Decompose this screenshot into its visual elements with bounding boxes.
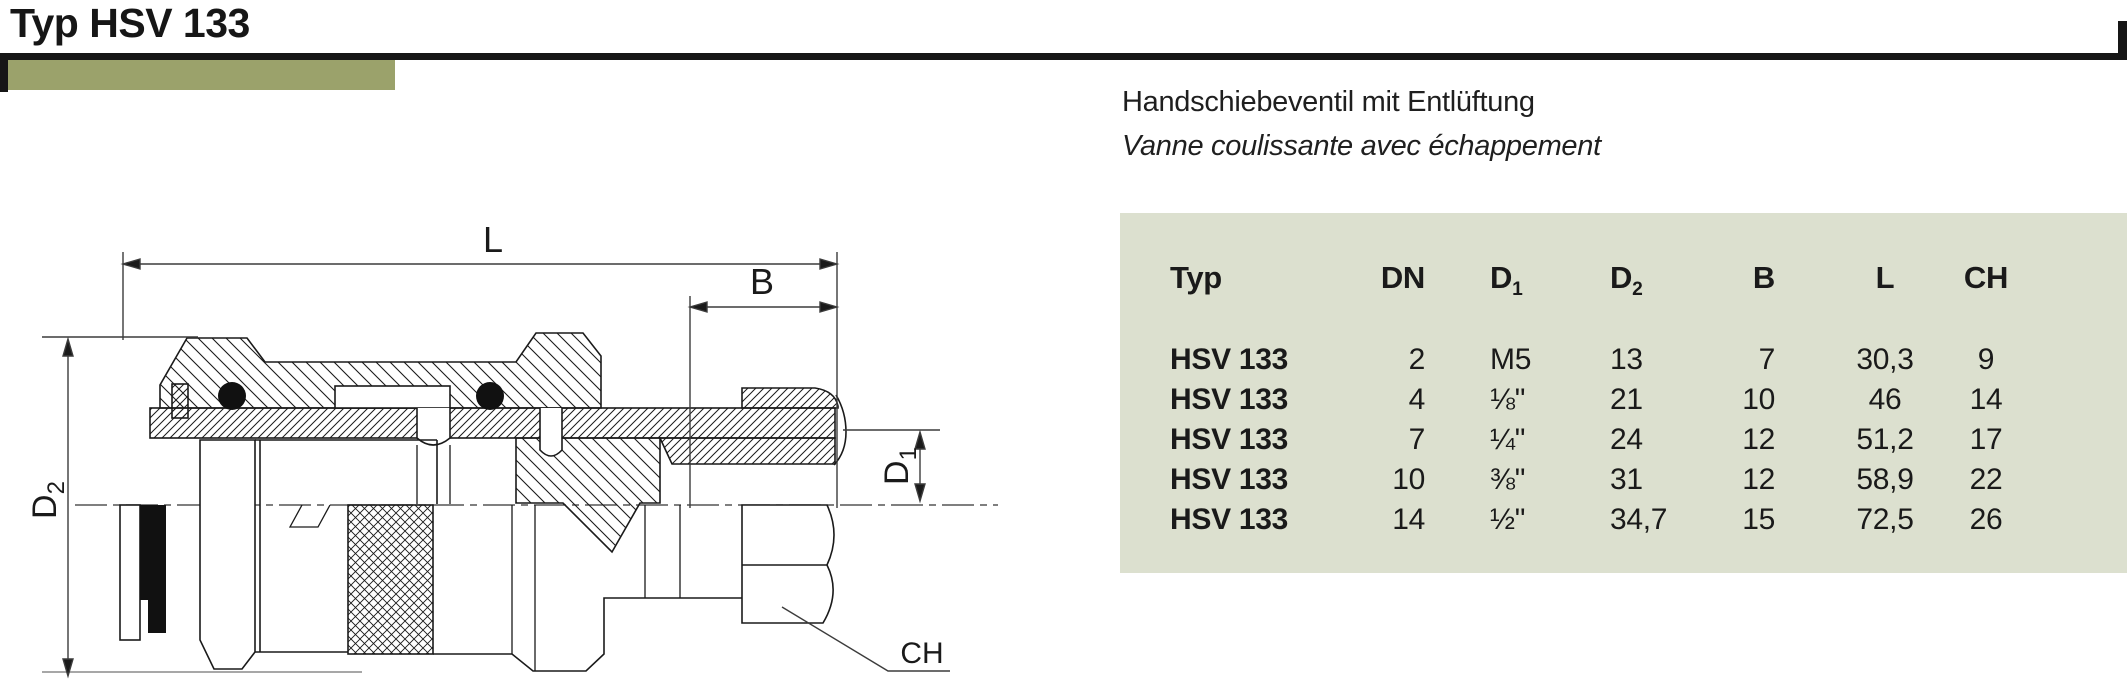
table-row: HSV 133 2 M5 13 7 30,3 9 <box>1170 340 2127 380</box>
cell-d2: 34,7 <box>1610 503 1668 536</box>
dimension-lines <box>42 252 950 679</box>
table-row: HSV 133 7 ¼" 24 12 51,2 17 <box>1170 420 2127 460</box>
header-cell-dn: DN <box>1380 260 1425 295</box>
header-cell-d1: D1 <box>1490 260 1523 301</box>
slide-channel-right <box>539 408 563 457</box>
end-collar <box>119 504 141 641</box>
cell-typ: HSV 133 <box>1170 503 1288 536</box>
cell-d1: M5 <box>1490 343 1532 376</box>
cell-l: 51,2 <box>1856 423 1914 456</box>
dim-label-b: B <box>750 261 774 302</box>
stem-wall <box>658 437 836 465</box>
stem-end-cap <box>833 394 847 466</box>
cell-dn: 10 <box>1392 463 1425 496</box>
cell-ch: 14 <box>1969 383 2003 416</box>
valve-slide-wedge <box>515 437 661 554</box>
hex-nut <box>741 504 835 624</box>
seal-ring <box>148 505 166 633</box>
cell-b: 7 <box>1758 343 1776 376</box>
title-rule <box>0 53 2127 60</box>
cell-b: 12 <box>1742 423 1775 456</box>
cell-d1: ¼" <box>1490 423 1526 456</box>
o-ring-left <box>218 382 246 410</box>
cell-l: 30,3 <box>1856 343 1914 376</box>
valve-body <box>149 332 847 554</box>
cell-d2: 13 <box>1610 343 1643 376</box>
header-cell-typ: Typ <box>1170 260 1222 295</box>
cell-typ: HSV 133 <box>1170 383 1288 416</box>
cell-typ: HSV 133 <box>1170 463 1288 496</box>
header-cell-d2: D2 <box>1610 260 1643 301</box>
cell-typ: HSV 133 <box>1170 343 1288 376</box>
technical-drawing: L B D2 D1 CH <box>26 219 998 679</box>
cell-d2: 31 <box>1610 463 1643 496</box>
inner-sleeve-bar <box>149 407 836 439</box>
dim-label-d1: D1 <box>878 447 922 485</box>
cell-l: 58,9 <box>1856 463 1914 496</box>
cell-b: 12 <box>1742 463 1775 496</box>
slide-slot <box>334 385 451 409</box>
subtitle-french: Vanne coulissante avec échappement <box>1122 130 1601 162</box>
cell-d1: ½" <box>1490 503 1526 536</box>
table-row: HSV 133 14 ½" 34,7 15 72,5 26 <box>1170 500 2127 540</box>
page-title: Typ HSV 133 <box>10 0 250 46</box>
cell-typ: HSV 133 <box>1170 423 1288 456</box>
stem-nut-upper <box>741 387 839 409</box>
cell-l: 72,5 <box>1856 503 1914 536</box>
vent-pin <box>171 383 189 419</box>
subtitle-german: Handschiebeventil mit Entlüftung <box>1122 86 1535 118</box>
spec-table: Typ DN D1 D2 B L CH HSV 133 2 M5 13 7 30… <box>1120 213 2127 573</box>
cell-b: 15 <box>1742 503 1775 536</box>
cell-l: 46 <box>1868 383 1902 416</box>
accent-bar <box>8 60 395 90</box>
table-header-row: Typ DN D1 D2 B L CH <box>1170 258 2127 300</box>
header-cell-l: L <box>1875 260 1895 295</box>
cell-d2: 24 <box>1610 423 1643 456</box>
dim-label-ch: CH <box>900 637 943 670</box>
ch-leader-line <box>781 606 950 672</box>
cell-d2: 21 <box>1610 383 1643 416</box>
header-cell-ch: CH <box>1963 260 2009 295</box>
cell-dn: 7 <box>1408 423 1426 456</box>
seal-ring-small <box>140 505 148 600</box>
sleeve-front <box>199 439 256 670</box>
corner-tick-right <box>2118 21 2127 60</box>
table-row: HSV 133 4 ⅛" 21 10 46 14 <box>1170 380 2127 420</box>
dim-label-l: L <box>483 219 503 260</box>
detent-notch <box>288 504 331 528</box>
lower-profile <box>255 597 742 672</box>
header-cell-b: B <box>1752 260 1775 295</box>
cell-d1: ⅜" <box>1490 463 1526 496</box>
knurl-band <box>347 504 434 655</box>
cell-dn: 4 <box>1408 383 1426 416</box>
cell-dn: 14 <box>1392 503 1425 536</box>
cell-ch: 22 <box>1969 463 2003 496</box>
table-row: HSV 133 10 ⅜" 31 12 58,9 22 <box>1170 460 2127 500</box>
cell-ch: 17 <box>1969 423 2003 456</box>
o-ring-right <box>476 382 504 410</box>
valve-body-lower <box>119 439 835 672</box>
slide-channel-left <box>416 408 451 446</box>
cell-ch: 26 <box>1969 503 2003 536</box>
corner-tick-left <box>0 53 8 92</box>
cell-b: 10 <box>1742 383 1775 416</box>
cell-ch: 9 <box>1977 343 1995 376</box>
cell-d1: ⅛" <box>1490 383 1526 416</box>
cell-dn: 2 <box>1408 343 1426 376</box>
dim-label-d2: D2 <box>26 481 70 519</box>
